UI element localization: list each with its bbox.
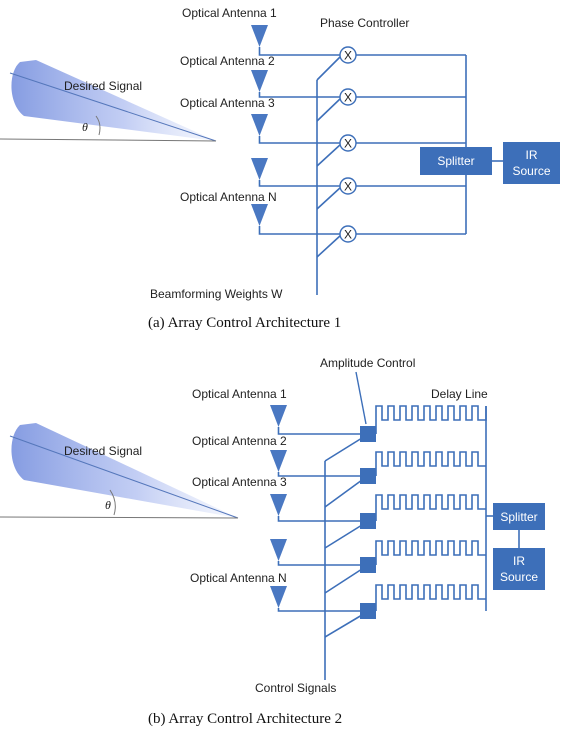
caption-a: (a) Array Control Architecture 1	[148, 315, 341, 331]
antenna-3-icon-b	[270, 494, 287, 516]
phase-multiplier-3: X	[339, 134, 357, 152]
desired-signal-beam-a	[0, 60, 217, 142]
antenna-3-label-a: Optical Antenna 3	[180, 96, 275, 110]
delay-line-3	[375, 494, 486, 521]
delay-line-2	[375, 451, 486, 476]
theta-label-a: θ	[82, 120, 88, 134]
phase-multiplier-4: X	[339, 177, 357, 195]
control-signals-label: Control Signals	[255, 681, 336, 695]
phase-multiplier-2: X	[339, 88, 357, 106]
antenna-1-label-a: Optical Antenna 1	[182, 6, 277, 20]
wires-b	[277, 371, 520, 680]
phase-multiplier-1: X	[339, 46, 357, 64]
ir-source-label-line1-a: IR	[526, 148, 538, 162]
splitter-label-b: Splitter	[500, 510, 537, 524]
antenna-2-label-a: Optical Antenna 2	[180, 54, 275, 68]
panel-b: Desired Signal θ Amplitude Control Delay…	[0, 356, 545, 727]
antenna-n-label-a: Optical Antenna N	[180, 190, 277, 204]
splitter-label-a: Splitter	[437, 154, 474, 168]
multiplier-symbol: X	[344, 49, 352, 63]
antenna-n-label-b: Optical Antenna N	[190, 571, 287, 585]
splitter-box-a	[420, 147, 492, 175]
amplitude-control-label: Amplitude Control	[320, 356, 415, 370]
antenna-1-icon-b	[270, 405, 287, 427]
ir-source-label-line1-b: IR	[513, 554, 525, 568]
antenna-2-icon-a	[251, 70, 268, 92]
ir-source-box-a	[503, 142, 560, 184]
multiplier-symbol: X	[344, 180, 352, 194]
multiplier-symbol: X	[344, 137, 352, 151]
theta-label-b: θ	[105, 498, 111, 512]
antenna-1-label-b: Optical Antenna 1	[192, 387, 287, 401]
ir-source-box-b	[493, 548, 545, 590]
multiplier-symbol: X	[344, 91, 352, 105]
splitter-box-b	[493, 503, 545, 530]
amplitude-control-block-5	[360, 603, 376, 619]
beamforming-weights-label: Beamforming Weights W	[150, 287, 283, 301]
amplitude-control-block-2	[360, 468, 376, 484]
antenna-3-icon-a	[251, 114, 268, 136]
delay-line-5	[375, 584, 486, 611]
panel-a: Desired Signal θ Optical Antenna 1 Optic…	[0, 6, 560, 331]
delay-line-4	[375, 540, 486, 565]
antenna-n-icon-b	[270, 586, 287, 608]
desired-signal-label-b: Desired Signal	[64, 444, 142, 458]
ir-source-label-line2-b: Source	[500, 570, 538, 584]
antenna-2-icon-b	[270, 450, 287, 472]
delay-line-label: Delay Line	[431, 387, 488, 401]
antenna-3-label-b: Optical Antenna 3	[192, 475, 287, 489]
caption-b: (b) Array Control Architecture 2	[148, 711, 342, 727]
phase-multiplier-5: X	[339, 225, 357, 243]
antenna-4-icon-a	[251, 158, 268, 180]
desired-signal-beam-b	[0, 423, 239, 519]
amplitude-control-block-4	[360, 557, 376, 573]
antenna-1-icon-a	[251, 25, 268, 47]
antenna-2-label-b: Optical Antenna 2	[192, 434, 287, 448]
antenna-n-icon-a	[251, 204, 268, 226]
amplitude-control-block-1	[360, 426, 376, 442]
delay-line-1	[375, 405, 487, 434]
amplitude-control-block-3	[360, 513, 376, 529]
ir-source-label-line2-a: Source	[512, 164, 550, 178]
delay-lines	[375, 405, 487, 611]
phase-controller-label: Phase Controller	[320, 16, 409, 30]
desired-signal-label-a: Desired Signal	[64, 79, 142, 93]
antenna-4-icon-b	[270, 539, 287, 561]
multiplier-symbol: X	[344, 228, 352, 242]
